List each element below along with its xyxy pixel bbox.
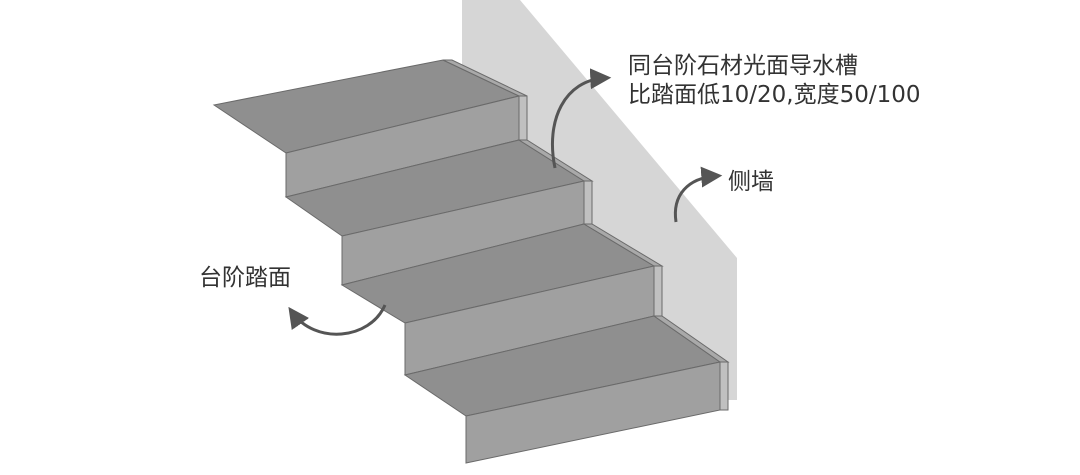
water-channel-side	[719, 361, 729, 411]
tread-pointer-arrow	[288, 304, 387, 336]
side-wall-label: 侧墙	[728, 169, 774, 195]
channel-annotation-line-2: 比踏面低10/20,宽度50/100	[628, 81, 921, 108]
wall-pointer-arrow	[673, 166, 723, 223]
water-channel-side	[518, 95, 528, 141]
channel-annotation: 同台阶石材光面导水槽 比踏面低10/20,宽度50/100	[628, 52, 921, 110]
water-channel-side	[653, 265, 663, 317]
channel-annotation-line-1: 同台阶石材光面导水槽	[628, 53, 858, 79]
water-channel-side	[583, 180, 593, 225]
staircase	[212, 59, 730, 464]
step-tread-label: 台阶踏面	[199, 265, 291, 291]
channel-pointer-arrow	[550, 68, 612, 169]
